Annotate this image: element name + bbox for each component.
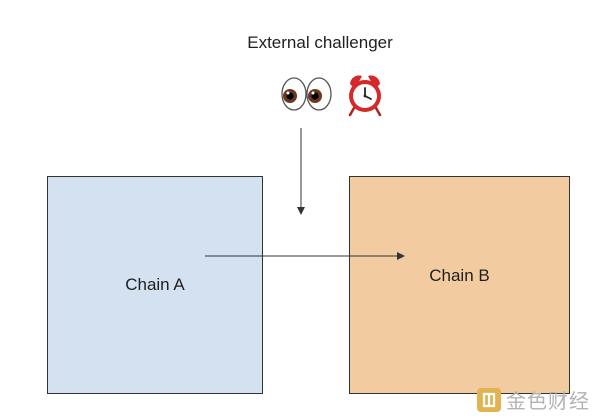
- arrow-chain-a-to-chain-b: [205, 252, 405, 260]
- watermark-logo-icon: [477, 387, 501, 412]
- chain-b-box: Chain B: [349, 176, 570, 394]
- watermark-text: 金色财经: [506, 389, 590, 413]
- diagram-title: External challenger: [247, 33, 393, 52]
- arrow-challenger-to-chain: [297, 128, 305, 215]
- chain-b-label: Chain B: [429, 266, 490, 285]
- watermark: 金色财经: [476, 385, 590, 414]
- chain-a-label: Chain A: [125, 275, 185, 294]
- chain-a-box: Chain A: [47, 176, 263, 394]
